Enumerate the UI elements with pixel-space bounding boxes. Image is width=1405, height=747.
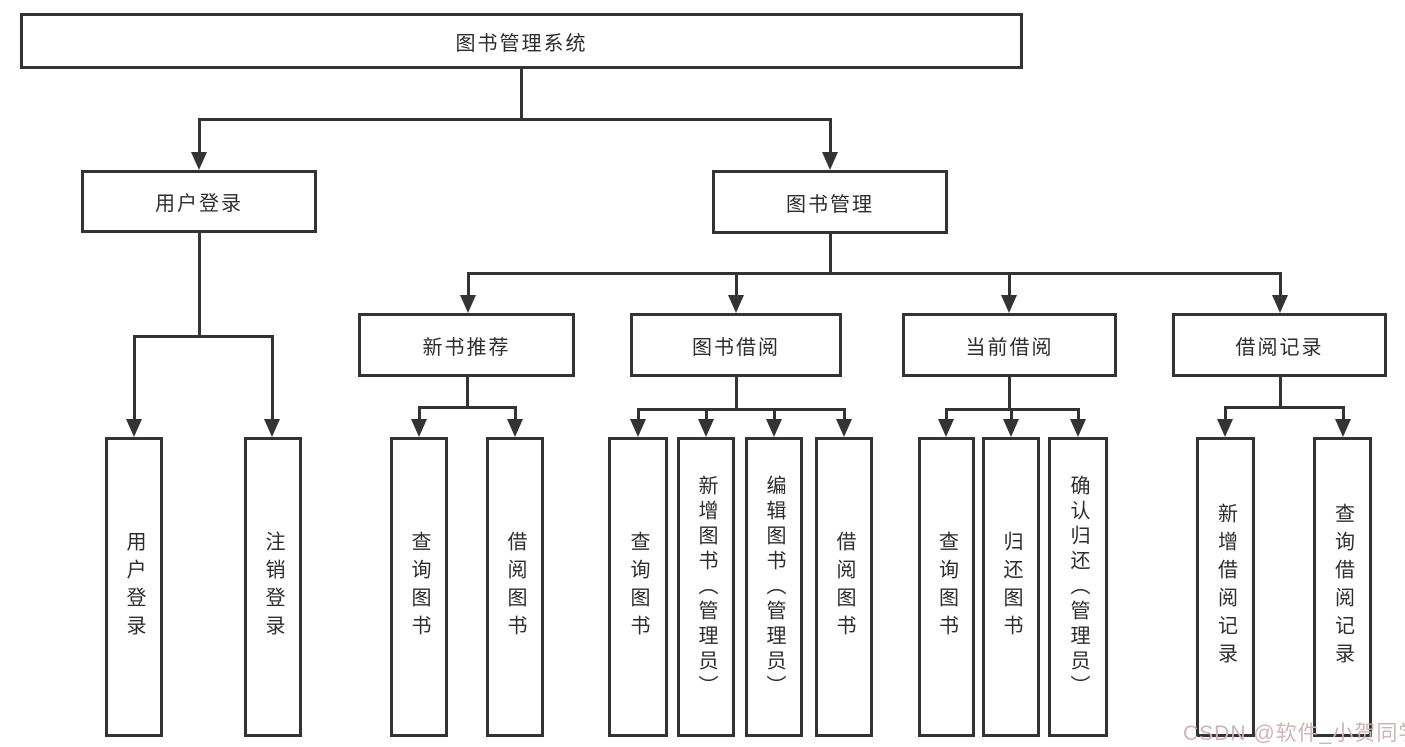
connector-to-user-login [198,118,201,155]
node-book-mgmt: 图书管理 [712,170,948,234]
leaf-query-book-current-label: 查询图书 [935,531,958,643]
arrowhead-icon [938,419,954,437]
connector-to-leaf [1224,406,1227,421]
leaf-query-book-rec-label: 查询图书 [408,531,430,643]
connector-book-borrow-stem [735,377,738,411]
arrowhead-icon [698,419,714,437]
leaf-add-book-admin: 新增图书（管理员） [677,437,735,737]
connector-to-leaf [843,408,846,421]
arrowhead-icon [1003,419,1019,437]
connector-to-book-mgmt [829,118,832,155]
arrowhead-icon [411,419,427,437]
arrowhead-icon [766,419,782,437]
connector-new-book-rec-stem [466,377,469,409]
node-borrow-record: 借阅记录 [1172,313,1387,377]
leaf-edit-book-admin: 编辑图书（管理员） [745,437,803,737]
leaf-borrow-book-label: 借阅图书 [833,531,855,643]
connector-to-book-borrow [735,272,738,297]
arrowhead-icon [1335,419,1351,437]
connector-level2-branch [467,272,1281,275]
leaf-query-book-current: 查询图书 [918,437,975,737]
leaf-borrow-book-rec: 借阅图书 [486,437,544,737]
connector-to-leaf [1010,408,1013,421]
leaf-borrow-book-rec-label: 借阅图书 [504,531,526,643]
connector-to-new-book-rec [467,272,470,297]
arrowhead-icon [264,419,280,437]
leaf-return-book: 归还图书 [982,437,1040,737]
leaf-return-book-label: 归还图书 [1000,531,1022,643]
connector-current-borrow-stem [1008,377,1011,411]
connector-to-leaf-logout [271,335,274,421]
leaf-logout-login: 注销登录 [244,437,302,737]
leaf-user-login: 用户登录 [105,437,163,737]
arrowhead-icon [1070,419,1086,437]
connector-to-leaf [637,408,640,421]
node-book-mgmt-label: 图书管理 [786,193,874,216]
connector-to-leaf [705,408,708,421]
connector-to-leaf [514,406,517,421]
node-current-borrow: 当前借阅 [902,313,1117,377]
leaf-add-borrow-record-label: 新增借阅记录 [1214,503,1237,671]
arrowhead-icon [191,152,207,170]
arrowhead-icon [1272,295,1288,313]
connector-to-leaf-user-login [133,335,136,421]
connector-borrow-record-branch [1224,406,1344,409]
arrowhead-icon [630,419,646,437]
leaf-query-book-borrow: 查询图书 [608,437,668,737]
leaf-query-book-rec: 查询图书 [390,437,448,737]
arrowhead-icon [507,419,523,437]
leaf-query-book-borrow-label: 查询图书 [627,531,649,643]
leaf-user-login-label: 用户登录 [123,531,145,643]
connector-user-login-stem [198,233,201,338]
connector-to-leaf [418,406,421,421]
arrowhead-icon [836,419,852,437]
connector-to-leaf [1077,408,1080,421]
leaf-confirm-return-admin-label: 确认归还（管理员） [1067,474,1089,700]
connector-to-leaf [773,408,776,421]
connector-root-stem [520,69,523,120]
connector-to-current-borrow [1008,272,1011,297]
node-root: 图书管理系统 [20,13,1023,69]
arrowhead-icon [126,419,142,437]
node-new-book-rec: 新书推荐 [358,313,575,377]
node-new-book-rec-label: 新书推荐 [422,336,511,359]
connector-to-leaf [1342,406,1345,421]
connector-to-borrow-record [1279,272,1282,297]
leaf-confirm-return-admin: 确认归还（管理员） [1048,437,1108,737]
arrowhead-icon [822,152,838,170]
arrowhead-icon [460,295,476,313]
leaf-borrow-book: 借阅图书 [815,437,873,737]
connector-book-mgmt-stem [829,234,832,275]
connector-new-book-rec-branch [418,406,517,409]
connector-book-borrow-branch [637,408,845,411]
connector-to-leaf [945,408,948,421]
node-borrow-record-label: 借阅记录 [1235,336,1324,359]
node-root-label: 图书管理系统 [455,32,588,55]
node-user-login: 用户登录 [81,170,317,233]
connector-user-login-branch [133,335,274,338]
leaf-add-book-admin-label: 新增图书（管理员） [695,474,717,700]
leaf-edit-book-admin-label: 编辑图书（管理员） [763,474,785,700]
arrowhead-icon [1001,295,1017,313]
arrowhead-icon [1217,419,1233,437]
connector-level1-branch [199,118,832,121]
leaf-logout-login-label: 注销登录 [262,531,284,643]
leaf-add-borrow-record: 新增借阅记录 [1196,437,1255,737]
node-book-borrow: 图书借阅 [630,313,842,377]
node-user-login-label: 用户登录 [155,193,243,215]
node-book-borrow-label: 图书借阅 [692,336,780,359]
connector-borrow-record-stem [1279,377,1282,409]
csdn-watermark: CSDN @软件_小贺同学 [1183,722,1405,745]
leaf-query-borrow-record: 查询借阅记录 [1313,437,1372,737]
node-current-borrow-label: 当前借阅 [965,336,1054,359]
leaf-query-borrow-record-label: 查询借阅记录 [1331,503,1354,671]
arrowhead-icon [728,295,744,313]
